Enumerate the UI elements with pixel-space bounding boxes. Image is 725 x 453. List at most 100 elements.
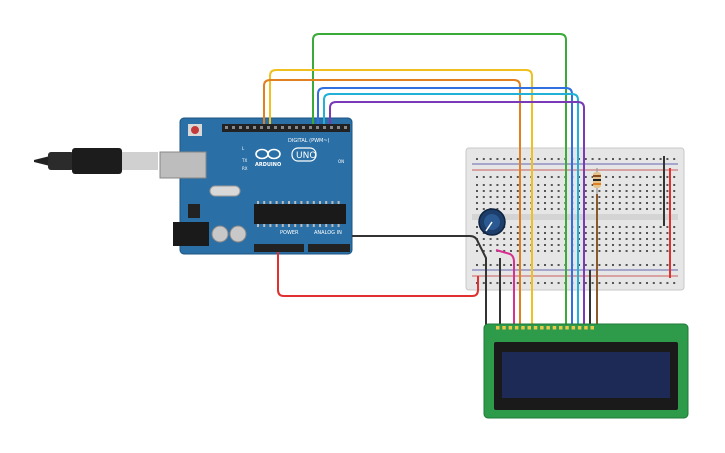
terminal-hole — [646, 244, 648, 246]
atmega-chip — [254, 204, 346, 224]
terminal-hole — [612, 226, 614, 228]
terminal-hole — [476, 190, 478, 192]
chip-leg — [288, 224, 290, 227]
chip-leg — [269, 224, 272, 227]
rail-hole — [516, 264, 519, 266]
wire-green[interactable] — [312, 33, 567, 326]
terminal-hole — [591, 208, 594, 210]
potentiometer[interactable] — [478, 208, 506, 236]
arduino-board[interactable]: DIGITAL (PWM~) ARDUINO UNO TX RX L ON PO… — [159, 117, 353, 255]
terminal-hole — [605, 232, 608, 234]
terminal-hole — [510, 238, 512, 240]
wire-purple[interactable] — [329, 101, 585, 326]
terminal-hole — [557, 196, 560, 198]
rail-hole — [510, 158, 512, 160]
terminal-hole — [489, 184, 492, 186]
digital-pin — [309, 126, 312, 129]
terminal-hole — [557, 184, 560, 186]
terminal-hole — [550, 250, 553, 252]
lcd-pin — [502, 326, 506, 330]
terminal-hole — [625, 244, 628, 246]
wire-orange[interactable] — [263, 79, 521, 326]
wire-power-red[interactable] — [277, 252, 479, 297]
rail-hole — [598, 158, 601, 160]
terminal-hole — [537, 190, 540, 192]
digital-pin — [225, 126, 228, 129]
wire-cyan[interactable] — [323, 93, 579, 326]
rail-hole — [544, 264, 546, 266]
terminal-hole — [618, 202, 621, 204]
terminal-hole — [612, 184, 614, 186]
terminal-hole — [652, 184, 655, 186]
rail-hole — [673, 264, 676, 266]
reset-button[interactable] — [191, 126, 199, 134]
terminal-hole — [516, 226, 519, 228]
rail-hole — [489, 176, 492, 178]
rail-hole — [482, 158, 485, 160]
terminal-hole — [584, 238, 587, 240]
terminal-hole — [550, 226, 553, 228]
lcd-pins — [496, 326, 594, 330]
terminal-hole — [632, 244, 635, 246]
rail-hole — [516, 176, 519, 178]
wire-blue[interactable] — [317, 87, 573, 326]
lcd-pin — [577, 326, 582, 330]
chip-leg — [263, 201, 266, 204]
terminal-hole — [476, 226, 478, 228]
wire-contrast-pink[interactable] — [495, 249, 515, 326]
terminal-hole — [510, 226, 512, 228]
rail-hole — [537, 158, 540, 160]
terminal-hole — [544, 226, 546, 228]
terminal-hole — [516, 250, 519, 252]
terminal-hole — [510, 250, 512, 252]
terminal-hole — [605, 196, 608, 198]
digital-pin — [288, 126, 291, 129]
terminal-hole — [652, 208, 655, 210]
terminal-hole — [598, 238, 601, 240]
rail-hole — [544, 282, 546, 284]
rail-hole — [503, 158, 506, 160]
terminal-hole — [673, 196, 676, 198]
terminal-hole — [557, 238, 560, 240]
terminal-hole — [639, 202, 642, 204]
wire-ground-black[interactable] — [352, 235, 487, 326]
terminal-hole — [550, 232, 553, 234]
terminal-hole — [598, 244, 601, 246]
crystal-oscillator — [209, 185, 241, 197]
rail-hole — [612, 176, 614, 178]
power-header — [254, 244, 304, 252]
lcd-screen — [502, 352, 670, 398]
rail-hole — [584, 282, 587, 284]
resistor[interactable] — [593, 168, 601, 194]
capacitor-2 — [229, 225, 247, 243]
digital-pin — [330, 126, 333, 129]
rail-hole — [503, 282, 506, 284]
terminal-hole — [523, 232, 526, 234]
rail-hole — [625, 176, 628, 178]
terminal-hole — [652, 202, 655, 204]
wire-yellow[interactable] — [269, 69, 533, 326]
lcd-pin — [571, 326, 576, 330]
terminal-hole — [646, 208, 648, 210]
terminal-hole — [625, 238, 628, 240]
usb-plug-metal — [122, 152, 158, 170]
rail-hole — [516, 158, 519, 160]
lcd-pin — [514, 326, 519, 330]
terminal-hole — [646, 196, 648, 198]
rail-hole — [557, 264, 560, 266]
terminal-hole — [612, 208, 614, 210]
rail-hole — [666, 282, 669, 284]
terminal-hole — [503, 202, 506, 204]
terminal-hole — [516, 202, 519, 204]
terminal-hole — [523, 208, 526, 210]
terminal-hole — [523, 190, 526, 192]
chip-leg — [294, 201, 297, 204]
terminal-hole — [550, 208, 553, 210]
analog-header — [308, 244, 350, 252]
lcd-module[interactable] — [483, 323, 689, 419]
arduino-logo — [255, 148, 281, 160]
terminal-hole — [482, 208, 485, 210]
terminal-hole — [618, 226, 621, 228]
terminal-hole — [537, 226, 540, 228]
chip-leg — [325, 224, 328, 227]
